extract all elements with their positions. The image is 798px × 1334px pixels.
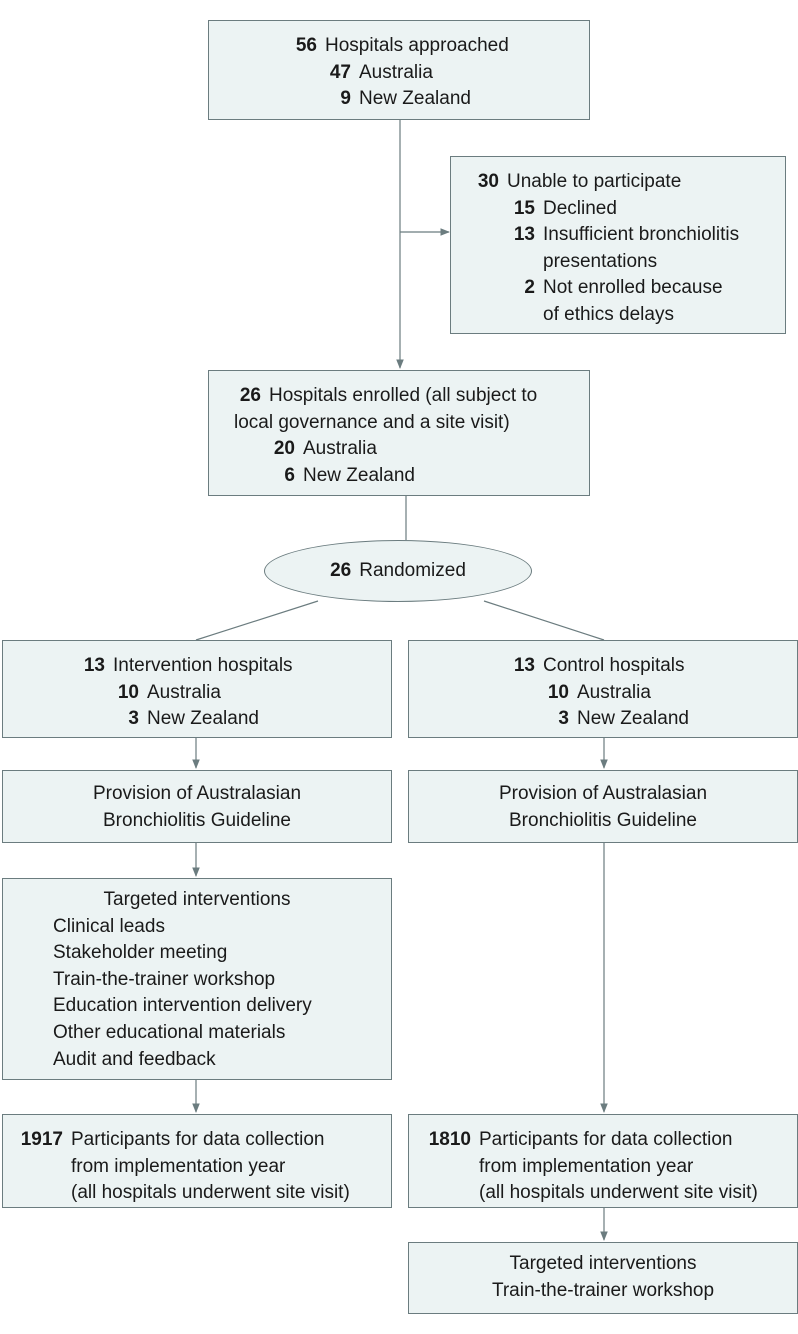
enrolled-total-count: 26 <box>239 385 261 406</box>
control-total-label: Control hospitals <box>543 655 685 676</box>
control-nz-count: 3 <box>558 708 569 730</box>
control-participants-line-2: from implementation year <box>479 1155 694 1177</box>
intervention-total-label: Intervention hospitals <box>113 655 293 676</box>
enrolled-nz-count: 6 <box>284 464 295 486</box>
intervention-guideline-line-2: Bronchiolitis Guideline <box>103 809 291 831</box>
control-guideline-line-2: Bronchiolitis Guideline <box>509 809 697 831</box>
randomized-label: Randomized <box>359 559 466 581</box>
enrolled-total-label-2: local governance and a site visit) <box>234 411 510 433</box>
excluded-ethics-count: 2 <box>524 277 535 299</box>
approached-australia-label: Australia <box>359 61 433 83</box>
intervention-targeted-box: Targeted interventions Clinical leads St… <box>2 878 392 1080</box>
excluded-total-count: 30 <box>477 171 499 192</box>
control-nz-label: New Zealand <box>577 708 689 730</box>
intervention-participants-line-3: (all hospitals underwent site visit) <box>71 1182 350 1204</box>
intervention-participants-count: 1917 <box>20 1129 63 1150</box>
enrolled-total-label-1: Hospitals enrolled (all subject to <box>269 385 538 406</box>
control-targeted-item: Train-the-trainer workshop <box>491 1279 715 1301</box>
approached-australia-count: 47 <box>329 61 351 83</box>
approached-box: 56 Hospitals approached 47 Australia 9 New … <box>208 20 590 120</box>
enrolled-nz-label: New Zealand <box>303 464 415 486</box>
intervention-participants-box: 1917 Participants for data collection fro… <box>2 1114 392 1208</box>
intervention-targeted-item: Other educational materials <box>53 1021 286 1043</box>
control-targeted-box: Targeted interventions Train-the-trainer… <box>408 1242 798 1314</box>
randomized-count: 26 <box>330 559 352 581</box>
intervention-australia-label: Australia <box>147 681 221 703</box>
control-guideline-line-1: Provision of Australasian <box>498 783 708 804</box>
excluded-declined-label: Declined <box>543 197 617 219</box>
intervention-targeted-item: Clinical leads <box>53 915 165 937</box>
approached-total-count: 56 <box>295 35 317 56</box>
intervention-hospitals-box: 13 Intervention hospitals 10 Australia 3 Ne… <box>2 640 392 738</box>
excluded-box: 30 Unable to participate 15 Declined 13 Ins… <box>450 156 786 334</box>
intervention-guideline-line-1: Provision of Australasian <box>92 783 302 804</box>
control-participants-line-1: Participants for data collection <box>479 1129 733 1150</box>
intervention-targeted-item: Stakeholder meeting <box>53 942 228 964</box>
enrolled-australia-count: 20 <box>273 438 295 460</box>
intervention-nz-count: 3 <box>128 708 139 730</box>
excluded-declined-count: 15 <box>513 197 535 219</box>
intervention-targeted-item: Audit and feedback <box>53 1048 216 1070</box>
intervention-nz-label: New Zealand <box>147 708 259 730</box>
excluded-total-label: Unable to participate <box>507 171 682 192</box>
excluded-ethics-label-2: of ethics delays <box>543 303 674 325</box>
connector-randomized-to-intervention <box>195 600 319 641</box>
excluded-insufficient-count: 13 <box>513 224 535 246</box>
control-targeted-title: Targeted interventions <box>509 1253 697 1274</box>
intervention-participants-line-2: from implementation year <box>71 1155 286 1177</box>
approached-nz-count: 9 <box>340 88 351 110</box>
excluded-insufficient-label-2: presentations <box>543 250 658 272</box>
excluded-insufficient-label-1: Insufficient bronchiolitis <box>543 224 740 246</box>
intervention-targeted-item: Train-the-trainer workshop <box>53 968 276 990</box>
intervention-participants-line-1: Participants for data collection <box>71 1129 325 1150</box>
approached-total-label: Hospitals approached <box>325 35 509 56</box>
control-hospitals-box: 13 Control hospitals 10 Australia 3 New Zea… <box>408 640 798 738</box>
randomized-ellipse: 26 Randomized <box>264 540 532 602</box>
control-australia-count: 10 <box>547 681 569 703</box>
approached-nz-label: New Zealand <box>359 88 471 110</box>
intervention-australia-count: 10 <box>117 681 139 703</box>
intervention-targeted-title: Targeted interventions <box>103 889 291 910</box>
control-australia-label: Australia <box>577 681 651 703</box>
connector-randomized-to-control <box>483 600 605 641</box>
intervention-guideline-box: Provision of Australasian Bronchiolitis … <box>2 770 392 843</box>
intervention-targeted-item: Education intervention delivery <box>53 995 312 1017</box>
control-total-count: 13 <box>513 655 535 676</box>
intervention-total-count: 13 <box>83 655 105 676</box>
control-participants-line-3: (all hospitals underwent site visit) <box>479 1182 758 1204</box>
enrolled-box: 26 Hospitals enrolled (all subject to loc… <box>208 370 590 496</box>
excluded-ethics-label-1: Not enrolled because <box>543 277 723 299</box>
control-guideline-box: Provision of Australasian Bronchiolitis … <box>408 770 798 843</box>
control-participants-count: 1810 <box>428 1129 471 1150</box>
enrolled-australia-label: Australia <box>303 438 377 460</box>
control-participants-box: 1810 Participants for data collection fro… <box>408 1114 798 1208</box>
